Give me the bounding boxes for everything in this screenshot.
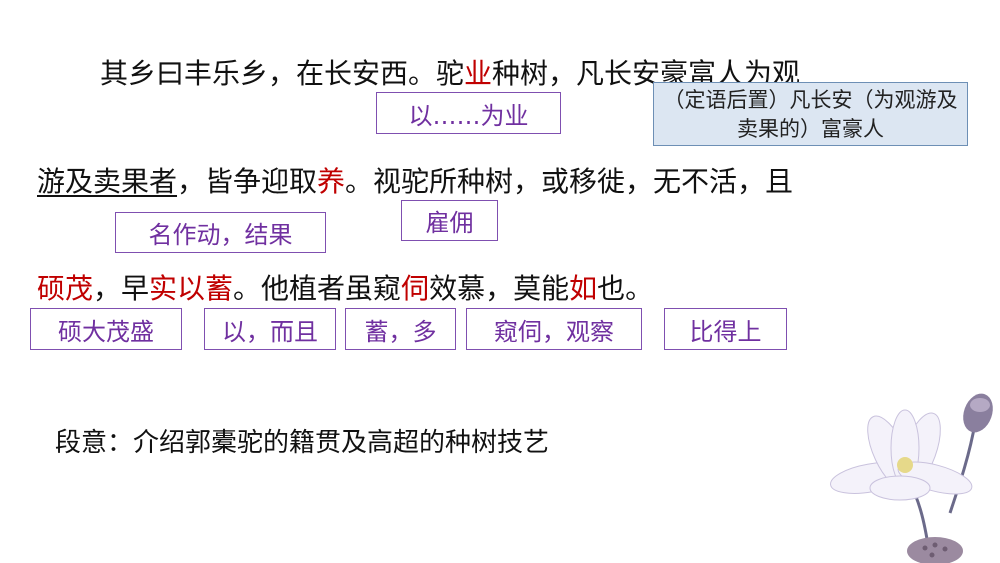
emphasized-word: 养 bbox=[317, 165, 346, 198]
annotation-text: 以……为业 bbox=[408, 101, 529, 130]
text-segment: 也。 bbox=[597, 272, 654, 305]
text-segment: ，皆争迎取 bbox=[177, 165, 318, 198]
annotation-gu-yong: 雇佣 bbox=[401, 200, 498, 241]
text-segment: ，早 bbox=[93, 272, 150, 305]
annotation-text: 名作动，结果 bbox=[148, 221, 293, 249]
emphasized-word: 业 bbox=[464, 57, 493, 90]
emphasized-word: 如 bbox=[569, 272, 598, 305]
emphasized-word: 伺 bbox=[401, 272, 430, 305]
passage-line-2: 游及卖果者，皆争迎取养。视驼所种树，或移徙，无不活，且 bbox=[37, 164, 793, 200]
text-segment: 其乡曰丰乐乡，在长安西。驼 bbox=[100, 57, 465, 90]
annotation-kui-si: 窥伺，观察 bbox=[466, 308, 642, 350]
annotation-ming-zuo-dong: 名作动，结果 bbox=[115, 212, 326, 253]
annotation-xu-duo: 蓄，多 bbox=[345, 308, 456, 350]
annotation-text: 蓄，多 bbox=[364, 317, 437, 346]
underlined-phrase: 游及卖果者 bbox=[37, 165, 178, 198]
passage-line-3: 硕茂，早实以蓄。他植者虽窥伺效慕，莫能如也。 bbox=[37, 271, 653, 307]
annotation-dingyu-houzhi: （定语后置）凡长安（为观游及卖果的）富豪人 bbox=[653, 82, 968, 146]
text-segment: 效慕，莫能 bbox=[429, 272, 570, 305]
emphasized-word: 硕茂 bbox=[37, 272, 94, 305]
annotation-text: 比得上 bbox=[689, 317, 762, 346]
annotation-text: 以，而且 bbox=[222, 317, 318, 346]
annotation-bi-de-shang: 比得上 bbox=[664, 308, 787, 350]
emphasized-word: 实以蓄 bbox=[149, 272, 234, 305]
annotation-yi-er-qie: 以，而且 bbox=[204, 308, 336, 350]
paragraph-summary: 段意：介绍郭橐驼的籍贯及高超的种树技艺 bbox=[55, 428, 550, 458]
annotation-yi-wei-ye: 以……为业 bbox=[376, 92, 561, 134]
annotation-shuo-da: 硕大茂盛 bbox=[30, 308, 182, 350]
text-segment: 。视驼所种树，或移徙，无不活，且 bbox=[345, 165, 794, 198]
annotation-text: （定语后置）凡长安（为观游及卖果的）富豪人 bbox=[663, 88, 958, 141]
annotation-text: 窥伺，观察 bbox=[494, 317, 614, 346]
annotation-text: 雇佣 bbox=[425, 209, 474, 237]
lotus-flower-icon bbox=[830, 393, 993, 563]
text-segment: 。他植者虽窥 bbox=[233, 272, 402, 305]
annotation-text: 硕大茂盛 bbox=[58, 317, 154, 346]
